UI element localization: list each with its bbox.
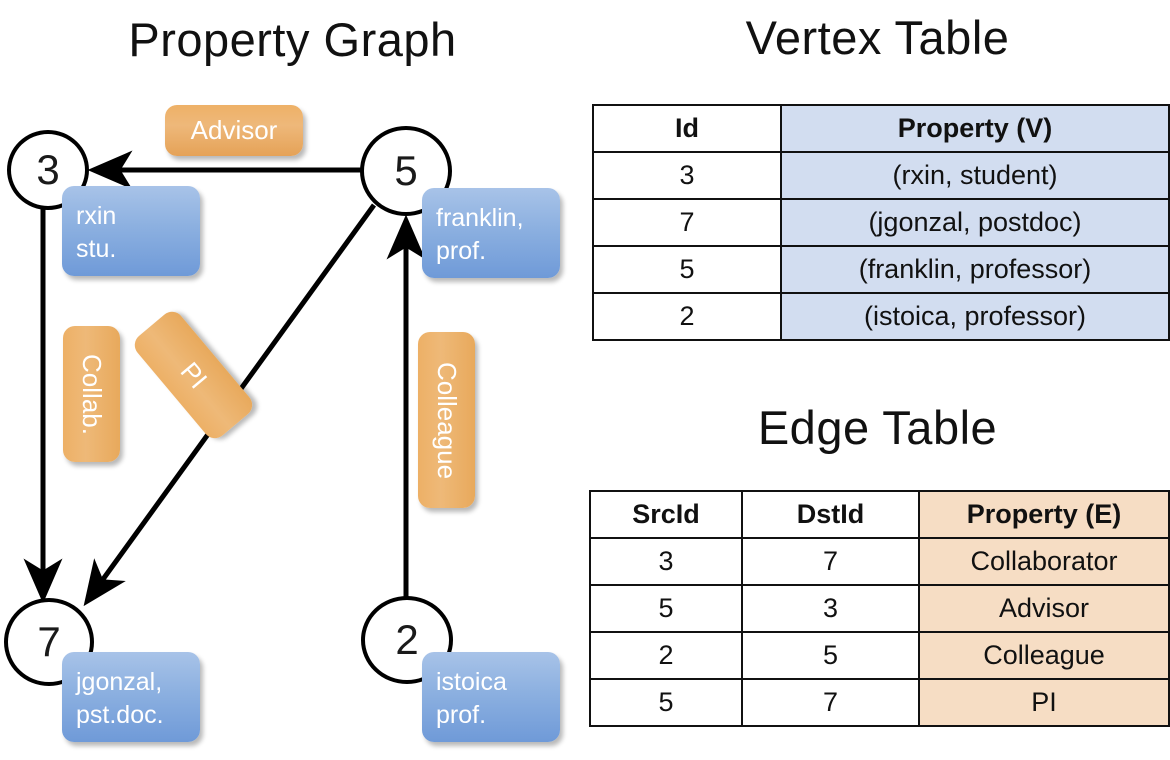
vertex-callout-3: rxin stu. [62,186,200,276]
edge-cell-dstid: 7 [741,537,920,586]
table-row: 3 (rxin, student) [592,151,1170,200]
vertex-cell-property: (jgonzal, postdoc) [780,198,1170,247]
table-row: 5 (franklin, professor) [592,245,1170,294]
table-row: 2 5 Colleague [589,631,1170,680]
edge-cell-srcid: 2 [589,631,743,680]
vertex-callout-3-line2: stu. [76,235,117,263]
table-row: 2 (istoica, professor) [592,292,1170,341]
vertex-callout-5-line1: franklin, [436,204,524,232]
edge-cell-property: Collaborator [918,537,1170,586]
vertex-cell-id: 2 [592,292,782,341]
edge-table: SrcId DstId Property (E) 3 7 Collaborato… [589,490,1170,727]
edge-label-collab: Collab. [63,326,120,462]
graph-node-3-label: 3 [36,146,60,193]
page-title-property-graph: Property Graph [128,13,457,66]
vertex-callout-5: franklin, prof. [422,188,560,278]
vertex-callout-3-line1: rxin [76,202,117,230]
vertex-table-header-property: Property (V) [780,104,1170,153]
edge-cell-dstid: 7 [741,678,920,727]
vertex-cell-id: 5 [592,245,782,294]
edge-label-advisor: Advisor [165,105,303,156]
edge-cell-property: PI [918,678,1170,727]
graph-node-2-label: 2 [395,616,419,663]
vertex-table-header-row: Id Property (V) [592,104,1170,153]
edge-label-pi-text: PI [174,355,214,394]
edge-cell-srcid: 5 [589,678,743,727]
edge-label-colleague: Colleague [418,332,475,508]
graph-node-5-label: 5 [394,147,418,194]
vertex-cell-id: 3 [592,151,782,200]
graph-node-7-label: 7 [37,618,61,665]
edge-table-header-row: SrcId DstId Property (E) [589,490,1170,539]
edge-cell-srcid: 5 [589,584,743,633]
vertex-table-header-id: Id [592,104,782,153]
vertex-callout-2: istoica prof. [422,652,560,742]
table-row: 5 3 Advisor [589,584,1170,633]
vertex-callout-5-line2: prof. [436,237,487,265]
table-row: 5 7 PI [589,678,1170,727]
graph-node-2[interactable]: 2 [361,596,453,684]
edge-label-advisor-text: Advisor [190,115,278,145]
edge-cell-dstid: 3 [741,584,920,633]
vertex-callout-2-line2: prof. [436,701,487,729]
vertex-table: Id Property (V) 3 (rxin, student) 7 (jgo… [592,104,1170,341]
graph-node-5[interactable]: 5 [360,126,452,216]
edge-cell-srcid: 3 [589,537,743,586]
vertex-callout-7: jgonzal, pst.doc. [62,652,200,742]
vertex-cell-id: 7 [592,198,782,247]
edge-cell-property: Colleague [918,631,1170,680]
vertex-cell-property: (franklin, professor) [780,245,1170,294]
vertex-callout-2-line1: istoica [436,668,507,696]
edge-label-colleague-text: Colleague [432,361,462,479]
table-row: 3 7 Collaborator [589,537,1170,586]
page-title-edge-table: Edge Table [757,401,998,454]
property-graph-diagram: 3 5 7 2 rxin stu. franklin, prof. jgonza… [4,105,560,742]
vertex-cell-property: (rxin, student) [780,151,1170,200]
edge-cell-property: Advisor [918,584,1170,633]
edge-table-header-property: Property (E) [918,490,1170,539]
edge-label-collab-text: Collab. [77,353,107,435]
page-title-vertex-table: Vertex Table [745,11,1010,64]
vertex-cell-property: (istoica, professor) [780,292,1170,341]
table-row: 7 (jgonzal, postdoc) [592,198,1170,247]
edge-table-header-srcid: SrcId [589,490,743,539]
edge-cell-dstid: 5 [741,631,920,680]
vertex-callout-7-line1: jgonzal, [76,668,163,696]
edge-table-header-dstid: DstId [741,490,920,539]
vertex-callout-7-line2: pst.doc. [76,701,164,729]
